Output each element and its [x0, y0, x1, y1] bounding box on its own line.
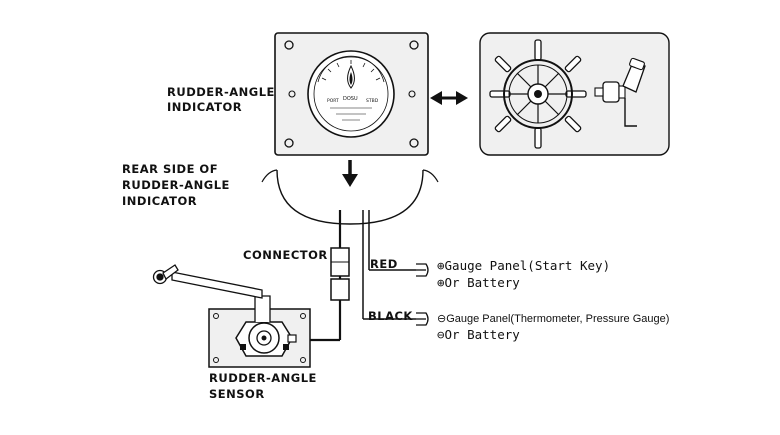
- terminal-icon: [416, 263, 429, 277]
- black-wire-destination: ⊖Gauge Panel(Thermometer, Pressure Gauge…: [437, 313, 669, 325]
- wire-harness: [296, 210, 416, 342]
- dial-stbd-mark: STBD: [366, 98, 379, 104]
- rear-side-label: REAR SIDE OF: [122, 162, 218, 176]
- sensor-label: RUDDER-ANGLE: [209, 371, 317, 385]
- terminal-icon: [416, 312, 429, 326]
- screw-icon: [409, 138, 419, 148]
- sensor-label-2: SENSOR: [209, 387, 265, 401]
- dial-maker-mark: DOSU: [343, 96, 358, 102]
- screw-icon: [284, 138, 294, 148]
- red-wire-destination: ⊕Gauge Panel(Start Key): [437, 258, 610, 273]
- dial-port-mark: PORT: [327, 98, 339, 104]
- steering-wheel-icon: [489, 39, 587, 149]
- screw-icon: [409, 40, 419, 50]
- gauge-tick-marks: [321, 60, 381, 81]
- sensor-linkage-arm: [152, 264, 271, 322]
- screw-icon: [284, 40, 294, 50]
- indicator-panel: PORT STBD DOSU: [274, 32, 429, 156]
- red-wire-destination-alt: ⊕Or Battery: [437, 275, 520, 290]
- indicator-label-2: INDICATOR: [167, 100, 242, 114]
- helm-photo: [479, 32, 670, 156]
- indicator-label: RUDDER-ANGLE: [167, 85, 275, 99]
- connector: [330, 247, 350, 301]
- rear-side-label-3: INDICATOR: [122, 194, 197, 208]
- down-arrow-icon: [342, 160, 358, 187]
- black-wire-label: BLACK: [368, 309, 413, 323]
- red-wire-label: RED: [370, 257, 398, 271]
- helm-sensor-unit-icon: [594, 57, 646, 127]
- gauge-dial: [307, 50, 395, 138]
- indicator-rear-view: [261, 169, 439, 225]
- rear-side-label-2: RUDDER-ANGLE: [122, 178, 230, 192]
- double-arrow-icon: [430, 91, 468, 105]
- black-wire-destination-alt: ⊖Or Battery: [437, 327, 520, 342]
- connector-label: CONNECTOR: [243, 248, 328, 262]
